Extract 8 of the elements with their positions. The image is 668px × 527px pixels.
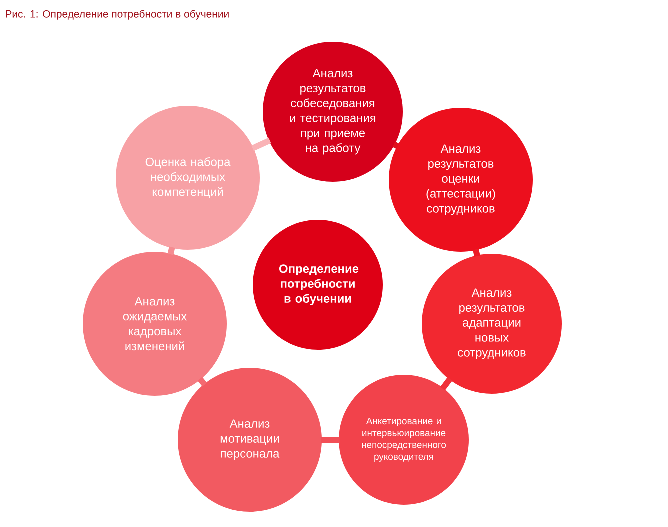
connector	[321, 437, 340, 443]
figure-title: Рис. 1: Определение потребности в обучении	[6, 10, 229, 20]
connector	[198, 377, 208, 387]
connector	[440, 377, 453, 391]
connector	[168, 246, 176, 256]
connector	[473, 248, 480, 257]
connector	[392, 142, 400, 150]
connector	[252, 138, 272, 152]
